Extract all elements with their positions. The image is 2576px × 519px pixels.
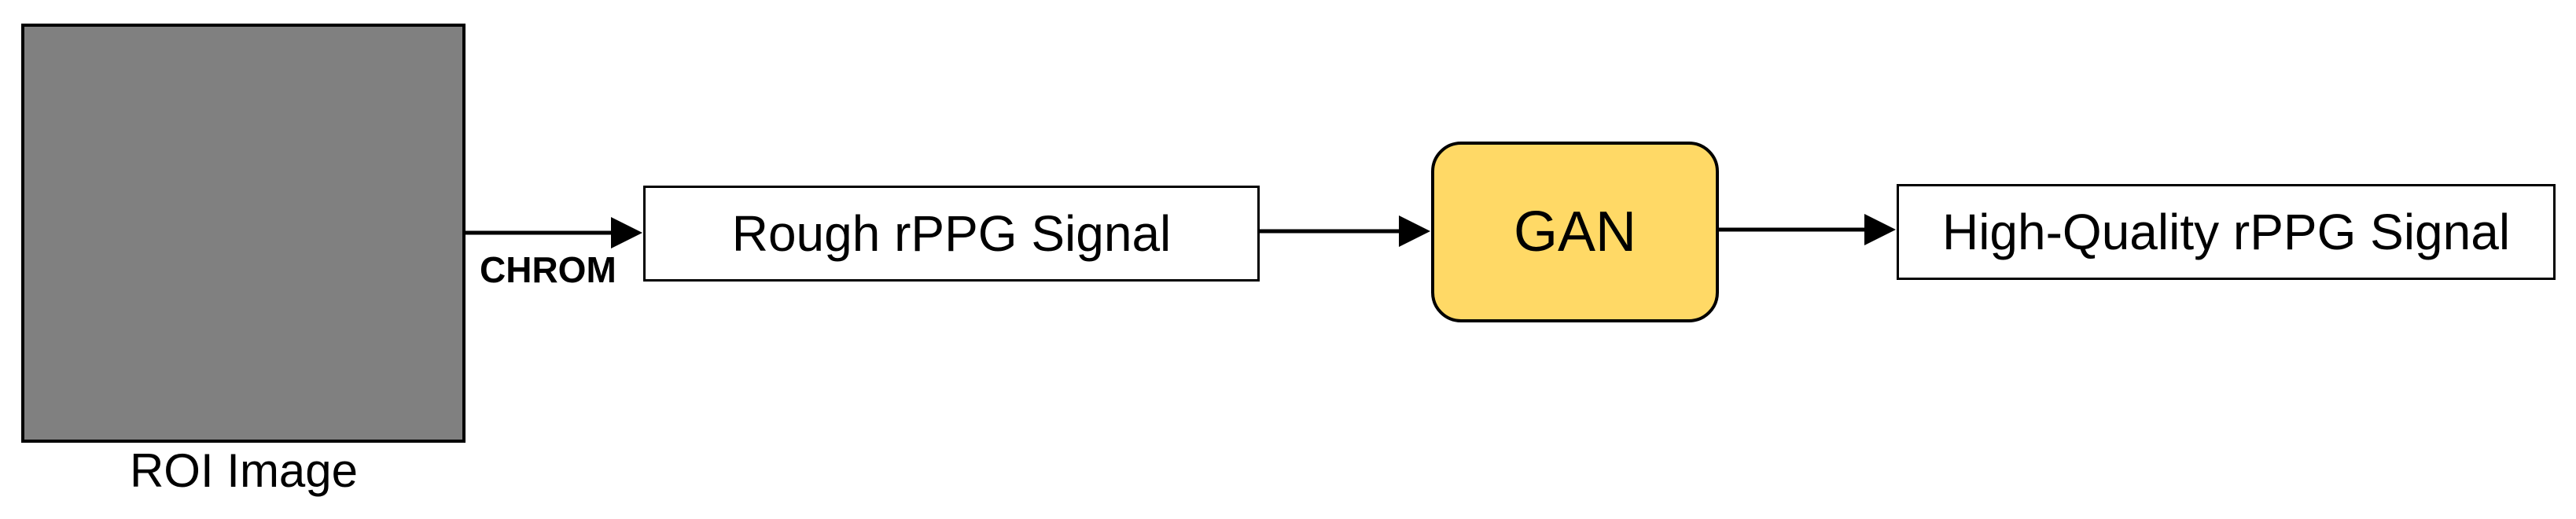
- gan-node: GAN: [1431, 142, 1719, 322]
- rough-rppg-signal-node: Rough rPPG Signal: [643, 186, 1260, 282]
- gan-label: GAN: [1513, 201, 1637, 263]
- roi-image-box: [21, 24, 466, 443]
- chrom-edge-label: CHROM: [480, 249, 616, 290]
- high-quality-rppg-signal-node: High-Quality rPPG Signal: [1897, 184, 2556, 280]
- roi-image-label: ROI Image: [129, 444, 359, 497]
- rough-rppg-signal-label: Rough rPPG Signal: [731, 205, 1172, 262]
- high-quality-rppg-signal-label: High-Quality rPPG Signal: [1941, 204, 2511, 260]
